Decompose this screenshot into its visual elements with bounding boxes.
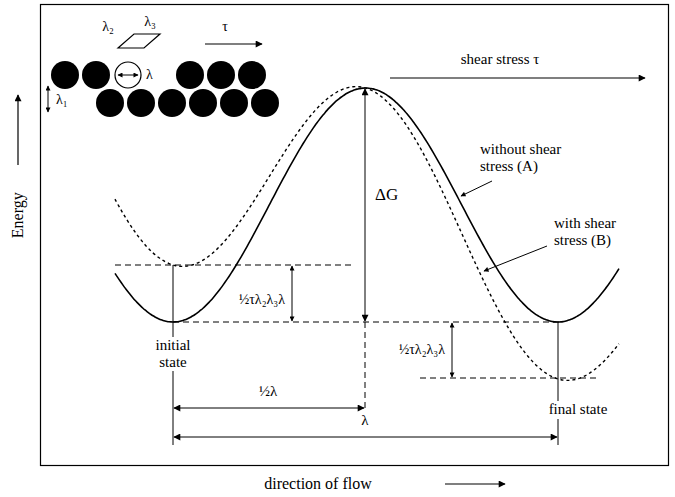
atom bbox=[176, 61, 204, 89]
label: λ₃ bbox=[142, 14, 158, 30]
axis-arrow bbox=[17, 95, 18, 165]
label: shear stress τ bbox=[459, 51, 542, 68]
state-line bbox=[558, 322, 559, 445]
atom bbox=[82, 61, 110, 89]
label: λ bbox=[144, 67, 155, 83]
label: ½λ bbox=[257, 383, 280, 400]
shear-arrow bbox=[390, 77, 645, 78]
vacancy bbox=[115, 62, 141, 88]
stress-arrow bbox=[205, 43, 262, 44]
level-line bbox=[173, 322, 560, 323]
atom bbox=[238, 61, 266, 89]
label: with shear stress (B) bbox=[552, 215, 646, 250]
label: Energy bbox=[9, 190, 27, 240]
level-line bbox=[115, 265, 355, 266]
label: ½τλ₂λ₃λ bbox=[397, 342, 447, 358]
frame bbox=[41, 5, 669, 466]
spacing-arrow bbox=[48, 86, 49, 112]
energy-curve bbox=[115, 87, 619, 381]
atom bbox=[251, 89, 279, 117]
atom bbox=[220, 89, 248, 117]
label: λ₂ bbox=[100, 19, 116, 35]
atom bbox=[96, 89, 124, 117]
label: λ₁ bbox=[54, 92, 70, 108]
atom bbox=[207, 61, 235, 89]
area-element bbox=[118, 34, 160, 48]
level-line bbox=[420, 378, 600, 379]
energy-curve bbox=[115, 88, 619, 322]
atom bbox=[51, 61, 79, 89]
atom-row bbox=[51, 61, 279, 117]
label: without shear stress (A) bbox=[478, 141, 582, 176]
dimension-arrow bbox=[174, 408, 364, 409]
label: τ bbox=[220, 19, 230, 35]
label: final state bbox=[547, 401, 610, 418]
barrier-arrow bbox=[365, 89, 366, 321]
leader-line bbox=[461, 181, 492, 196]
work-arrow bbox=[452, 323, 453, 377]
label: direction of flow bbox=[262, 475, 374, 493]
jump-arrow bbox=[118, 75, 138, 76]
label: initial state bbox=[143, 337, 203, 372]
axis-arrow bbox=[445, 483, 505, 484]
guide-line bbox=[365, 322, 366, 410]
leader-line bbox=[484, 246, 547, 271]
work-arrow bbox=[292, 266, 293, 321]
atom bbox=[189, 89, 217, 117]
label: ΔG bbox=[373, 185, 400, 205]
dimension-arrow bbox=[174, 437, 557, 438]
atom bbox=[127, 89, 155, 117]
label: ½τλ₂λ₃λ bbox=[237, 292, 287, 308]
label: λ bbox=[359, 412, 370, 429]
atom bbox=[158, 89, 186, 117]
